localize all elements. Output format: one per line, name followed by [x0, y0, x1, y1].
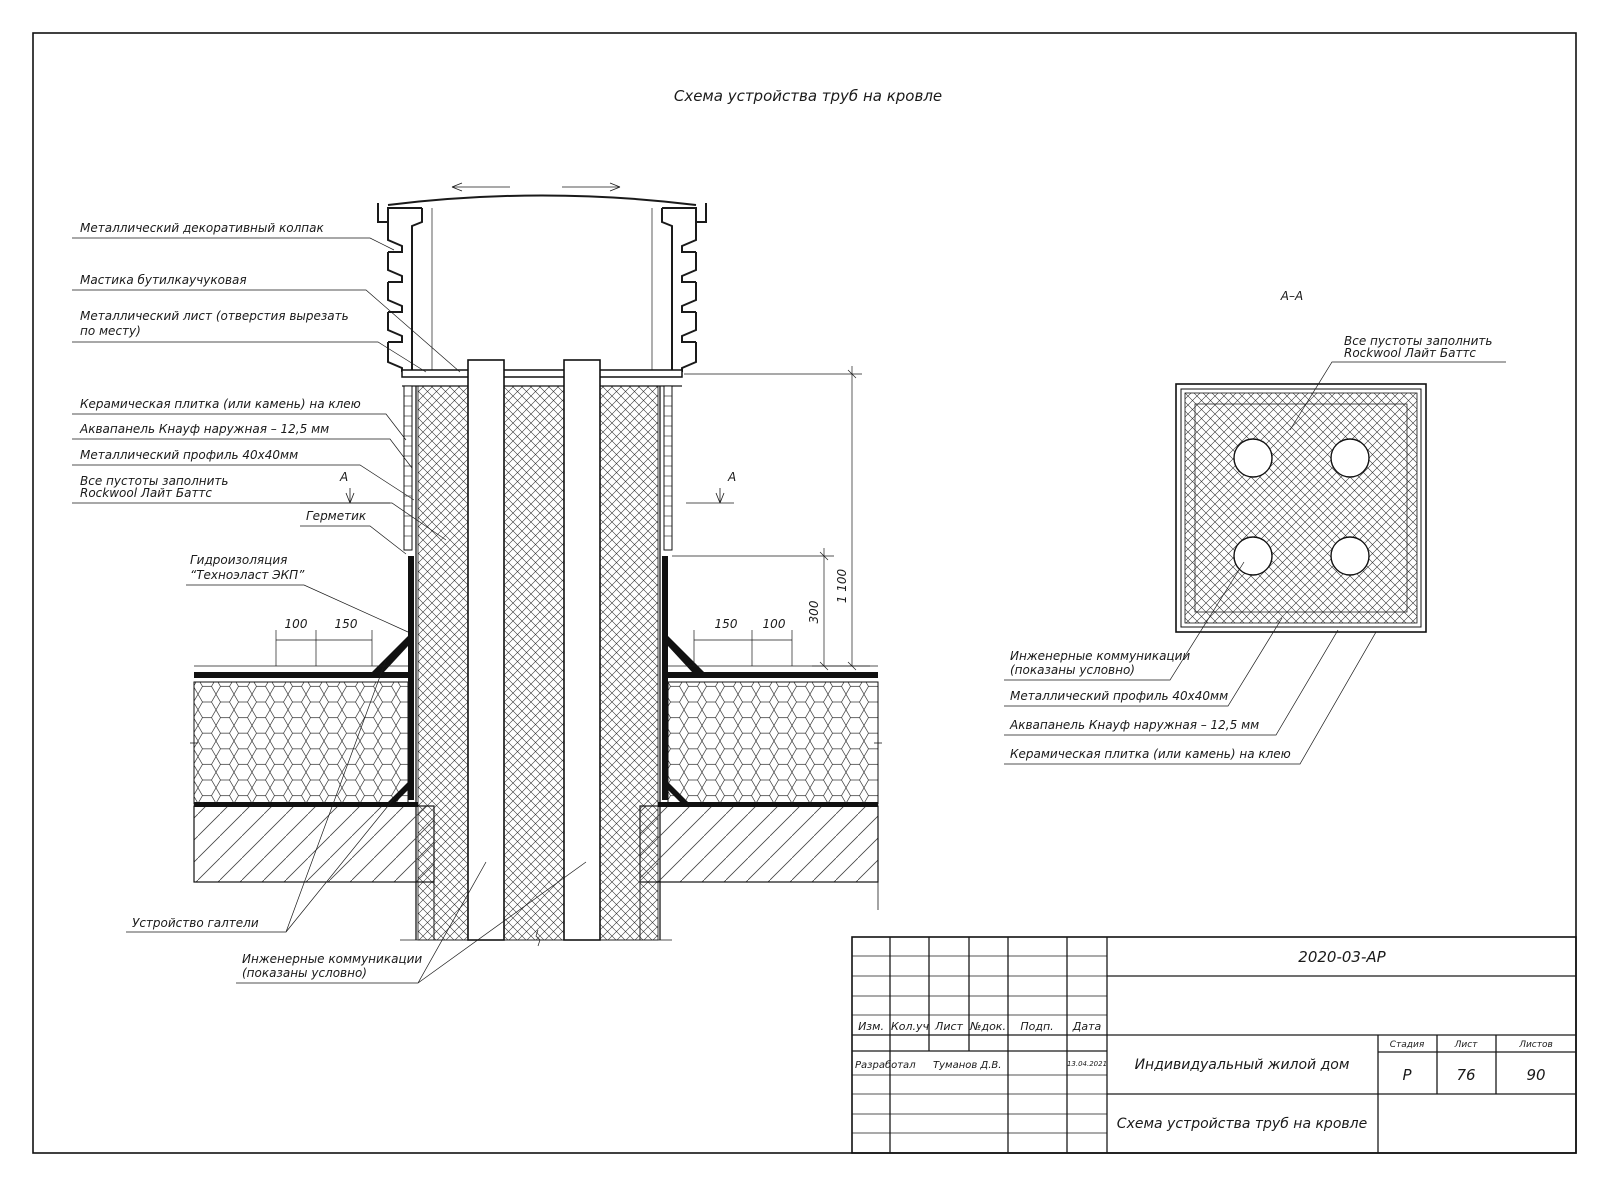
stamp-stage-label: Стадия: [1390, 1040, 1425, 1050]
section-pipe-1: [1233, 438, 1273, 478]
stamp-header-ndoc: №док.: [969, 1020, 1006, 1033]
title-block: Изм. Кол.уч Лист №док. Подп. Дата Разраб…: [851, 936, 1577, 1154]
concrete-slab-right: [639, 805, 879, 883]
stamp-sheet-label: Лист: [1454, 1040, 1479, 1050]
section-callout-utilities-2: (показаны условно): [1010, 663, 1135, 677]
callout-sealant: Герметик: [306, 509, 367, 523]
stamp-header-list: Лист: [934, 1020, 963, 1033]
section-pipe-2: [1330, 438, 1370, 478]
stamp-sheets: 90: [1526, 1066, 1545, 1084]
section-pipe-3: [1233, 536, 1273, 576]
section-callout-profile: Металлический профиль 40х40мм: [1010, 689, 1228, 703]
drawing-title: Схема устройства труб на кровле: [674, 87, 942, 105]
rockwool-fill-middle: [503, 385, 565, 941]
callout-utilities-2: (показаны условно): [242, 966, 367, 980]
callout-rockwool-2: Rockwool Лайт Баттс: [80, 486, 212, 500]
stamp-author: Туманов Д.В.: [933, 1060, 1001, 1071]
stamp-sheet-title: Схема устройства труб на кровле: [1117, 1116, 1367, 1132]
dim-1100: 1 100: [835, 568, 849, 603]
section-a-a-label: А–А: [1280, 289, 1303, 303]
stamp-header-date: Дата: [1072, 1020, 1102, 1033]
stamp-header-izm: Изм.: [858, 1020, 884, 1033]
callout-metal-sheet-2: по месту): [80, 324, 141, 338]
concrete-slab-left: [193, 805, 435, 883]
stamp-code: 2020-03-АР: [1298, 948, 1386, 966]
tile-cladding-right: [663, 385, 673, 551]
roof-insulation-right: [667, 681, 879, 805]
roof-insulation-left: [193, 681, 409, 805]
section-callout-rockwool-1: Все пустоты заполнить: [1344, 334, 1492, 348]
callout-rockwool-1: Все пустоты заполнить: [80, 474, 228, 488]
stamp-header-podp: Подп.: [1020, 1020, 1053, 1033]
section-callouts: Все пустоты заполнить Rockwool Лайт Батт…: [1004, 334, 1506, 765]
left-callouts: Металлический декоративный колпак Мастик…: [72, 221, 587, 984]
decorative-cap-top: [387, 194, 697, 206]
dim-300: 300: [807, 600, 821, 623]
callout-profile: Металлический профиль 40х40мм: [80, 448, 298, 462]
section-metal-profile: [1194, 403, 1408, 613]
callout-metal-sheet-1: Металлический лист (отверстия вырезать: [80, 309, 349, 323]
sheet-frame: [32, 32, 1577, 1154]
callout-utilities-1: Инженерные коммуникации: [242, 952, 422, 966]
section-callout-utilities-1: Инженерные коммуникации: [1010, 649, 1190, 663]
callout-cap: Металлический декоративный колпак: [80, 221, 324, 235]
stamp-header-kolich: Кол.уч: [891, 1020, 930, 1033]
callout-fillet: Устройство галтели: [132, 916, 259, 930]
section-callout-aquapanel: Аквапанель Кнауф наружная – 12,5 мм: [1009, 718, 1259, 732]
pipe-left: [467, 359, 505, 941]
tile-cladding-left: [403, 385, 413, 551]
metal-sheet: [401, 369, 683, 378]
stamp-date: 13.04.2021: [1067, 1060, 1107, 1068]
callout-aquapanel: Аквапанель Кнауф наружная – 12,5 мм: [79, 422, 329, 436]
callout-waterproofing-1: Гидроизоляция: [190, 553, 287, 567]
stamp-sheet: 76: [1456, 1066, 1475, 1084]
dim-100-left: 100: [285, 617, 308, 631]
cap-louvers-left: [387, 208, 423, 372]
callout-waterproofing-2: “Техноэласт ЭКП”: [190, 568, 305, 582]
stamp-project: Индивидуальный жилой дом: [1135, 1057, 1350, 1073]
stamp-sheets-label: Листов: [1518, 1040, 1553, 1050]
pipe-right: [563, 359, 601, 941]
waterproofing-membrane: [194, 556, 878, 807]
stamp-role: Разработал: [855, 1059, 916, 1071]
section-a-a-view: А–А: [1175, 289, 1427, 633]
section-callout-rockwool-2: Rockwool Лайт Баттс: [1344, 346, 1476, 360]
dimension-lines: [275, 366, 870, 671]
section-pipe-4: [1330, 536, 1370, 576]
section-mark-right: А: [727, 470, 736, 484]
section-mark-left: А: [339, 470, 348, 484]
section-callout-tile: Керамическая плитка (или камень) на клею: [1010, 747, 1291, 761]
section-rockwool-fill: [1184, 392, 1418, 624]
cap-louvers-right: [661, 208, 697, 372]
callout-tile: Керамическая плитка (или камень) на клею: [80, 397, 361, 411]
callout-mastic: Мастика бутилкаучуковая: [80, 273, 247, 287]
dim-100-right: 100: [763, 617, 786, 631]
dim-150-left: 150: [335, 617, 358, 631]
roof-section-view: А А 100 150 150 100 300 1 100: [190, 182, 882, 947]
dim-150-right: 150: [715, 617, 738, 631]
stamp-stage: Р: [1402, 1066, 1412, 1084]
